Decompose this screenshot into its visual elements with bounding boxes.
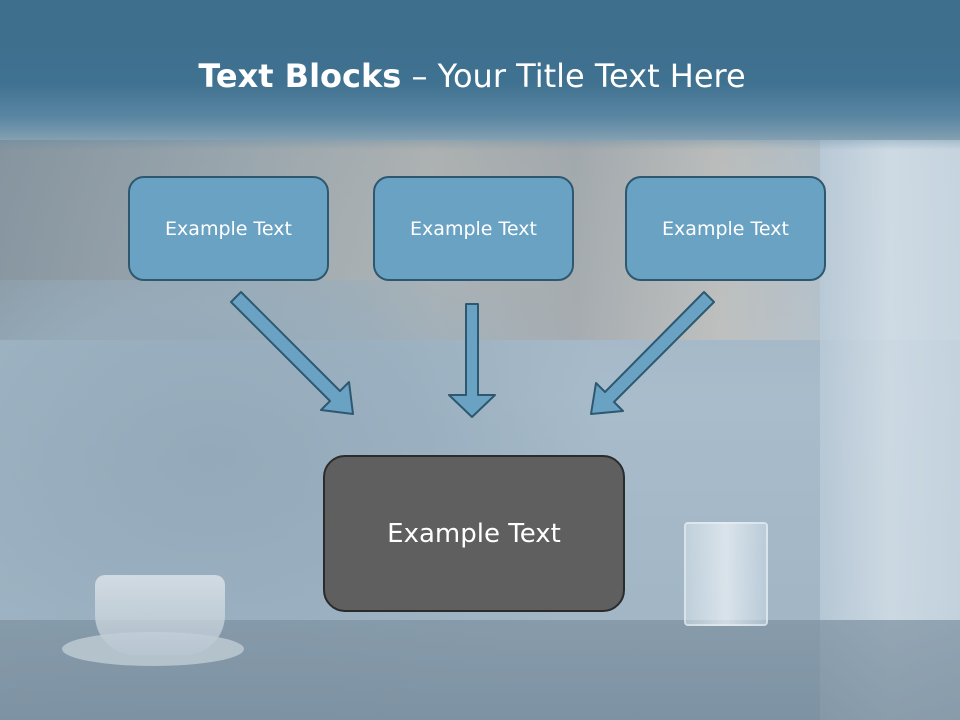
arrow-down-left-icon[interactable] [590,291,715,415]
text-block-2-label: Example Text [410,217,537,240]
slide-title[interactable]: Text Blocks – Your Title Text Here [0,52,944,100]
main-text-block-label: Example Text [387,518,561,549]
title-bold: Text Blocks [198,57,402,95]
text-block-3[interactable]: Example Text [625,176,826,281]
text-block-1[interactable]: Example Text [128,176,329,281]
title-bar [0,0,960,150]
arrow-down-right-icon[interactable] [230,291,354,415]
main-text-block[interactable]: Example Text [323,455,625,612]
arrow-down-icon[interactable] [448,303,496,418]
title-rest: – Your Title Text Here [401,57,746,95]
coffee-cup-image [95,575,225,655]
text-block-3-label: Example Text [662,217,789,240]
water-glass-image [684,522,768,626]
text-block-1-label: Example Text [165,217,292,240]
text-block-2[interactable]: Example Text [373,176,574,281]
